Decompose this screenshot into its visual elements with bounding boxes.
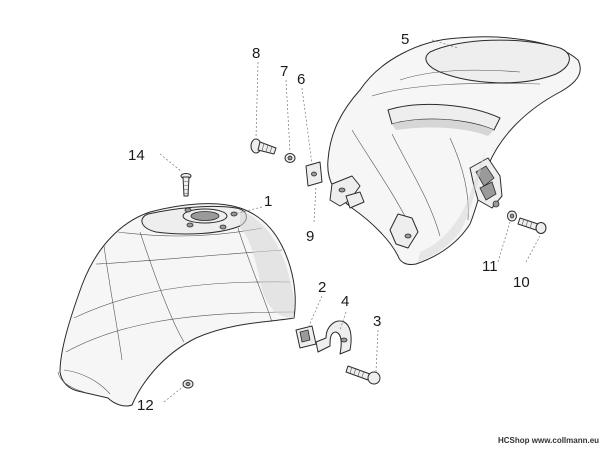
leader-lines (159, 39, 541, 403)
callout-1: 1 (264, 193, 272, 210)
rear-mudguard-part (327, 36, 581, 265)
callout-11: 11 (482, 258, 498, 275)
callout-7: 7 (280, 63, 288, 80)
washer-part-11 (507, 210, 517, 222)
clip-part (305, 161, 323, 187)
callout-5: 5 (401, 31, 409, 48)
callout-3: 3 (373, 313, 381, 330)
bracket-part (329, 175, 365, 209)
callout-6: 6 (297, 71, 305, 88)
callout-2: 2 (318, 279, 326, 296)
callout-4: 4 (341, 293, 349, 310)
callout-14: 14 (128, 147, 145, 164)
clamp-part-4 (315, 320, 352, 355)
screw-part-8 (250, 138, 277, 155)
washer-part-7 (284, 153, 296, 163)
front-mudguard-part (57, 203, 296, 407)
screw-part-10 (517, 217, 547, 234)
callout-10: 10 (513, 274, 530, 291)
watermark: HCShop www.collmann.eu (498, 436, 599, 445)
screw-part-14 (180, 173, 192, 197)
screw-part-3 (345, 365, 381, 385)
callout-8: 8 (252, 45, 260, 62)
callout-9: 9 (306, 228, 314, 245)
callout-12: 12 (137, 397, 154, 414)
nut-part-12 (182, 379, 194, 389)
plate-part-2 (295, 325, 317, 349)
